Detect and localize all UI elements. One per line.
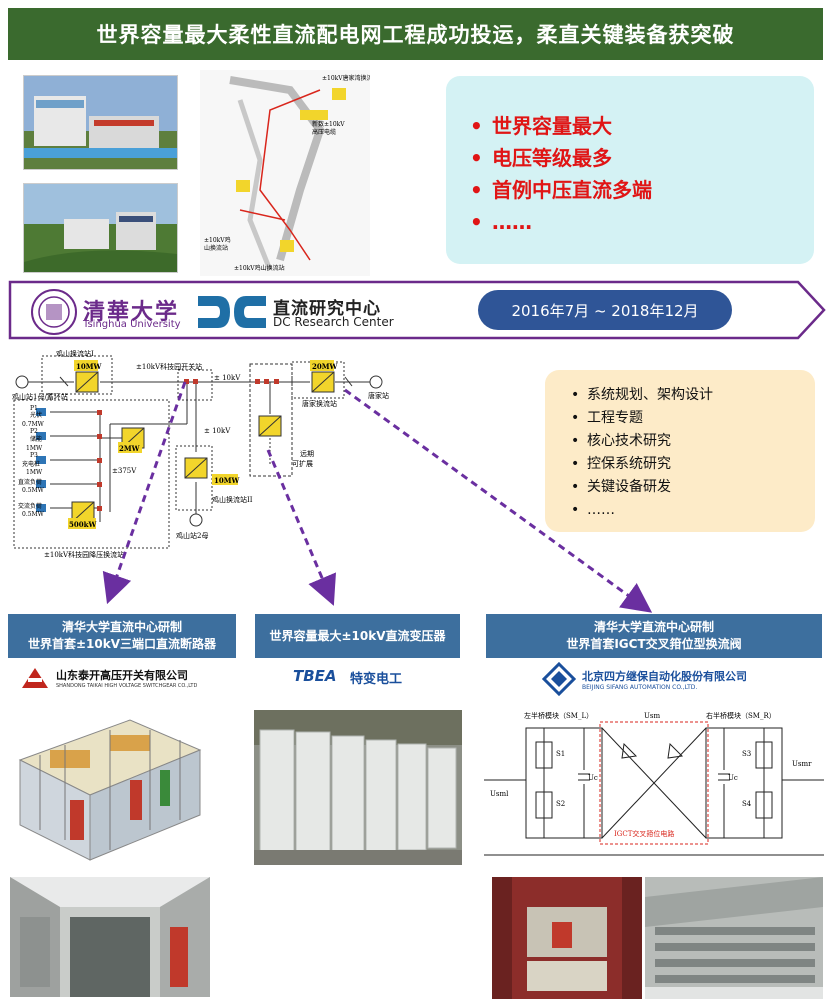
card-line: 世界容量最大±10kV直流变压器 (269, 628, 446, 643)
map-label-cable-1: 新数±10kV (312, 120, 345, 128)
label-load: 1MW (26, 469, 43, 476)
label-tangjia-station: 唐家站 (368, 391, 389, 400)
tasks-panel: 系统规划、架构设计 工程专题 核心技术研究 控保系统研究 关键设备研发 …… (545, 370, 815, 532)
sifang-name-en: BEIJING SIFANG AUTOMATION CO.,LTD. (582, 684, 698, 691)
map-label-cable-2: 高压电缆 (312, 128, 336, 136)
circuit-right-module: 右半桥模块（SM_R） (706, 711, 776, 720)
label-load: 1MW (26, 445, 43, 452)
label-keji-lowvolt: ±10kV科技园降压换流站 (44, 550, 124, 559)
site-map: ±10kV唐家湾换流站 新数±10kV 高压电缆 ±10kV鸡 山换流站 ±10… (200, 70, 370, 276)
taikai-logo-icon (22, 668, 48, 688)
igct-valve-circuit: 左半桥模块（SM_L） 右半桥模块（SM_R） Usm S1 S2 S3 S4 … (484, 700, 824, 865)
highlight-item: 电压等级最多 (470, 142, 814, 174)
dc-center-logo (198, 296, 266, 328)
label-jishan1: 鸡山换流站I (56, 349, 94, 358)
highlights-panel: 世界容量最大 电压等级最多 首例中压直流多端 …… (446, 76, 814, 264)
label-load: 0.5MW (22, 511, 45, 518)
tsinghua-name: 清華大学 (83, 299, 180, 325)
tsinghua-en: Tsinghua University (83, 319, 181, 330)
tbea-name: 特变电工 (350, 672, 403, 687)
label-load: P2 (30, 428, 38, 435)
circuit-uc-left: Uc (588, 774, 598, 782)
label-load: 直流负荷 (18, 478, 42, 486)
label-pm10kv-a: ± 10kV (214, 374, 241, 382)
card-header-transformer: 世界容量最大±10kV直流变压器 (255, 614, 460, 658)
card-line: 清华大学直流中心研制 (593, 620, 714, 634)
label-pm10kv-b: ± 10kV (204, 427, 231, 435)
label-load: 交流负荷 (18, 502, 42, 510)
connector-arrows (102, 381, 653, 613)
valve-photo-1 (492, 877, 642, 999)
map-label-jishan-3: ±10kV鸡山换流站 (234, 264, 285, 272)
highlight-item: 世界容量最大 (470, 110, 814, 142)
breaker-3d-render (10, 700, 210, 870)
circuit-uc-right: Uc (728, 774, 738, 782)
tbea-logo: TBEA (293, 667, 337, 685)
breaker-installation-photo (10, 877, 210, 997)
label-future: 远期 (300, 450, 314, 458)
circuit-s3: S3 (742, 750, 751, 758)
sifang-name: 北京四方继保自动化股份有限公司 (582, 670, 747, 683)
label-jishan2-bus: 鸡山站2母 (176, 531, 208, 540)
label-mw2: 2MW (119, 444, 140, 453)
circuit-s1: S1 (556, 750, 565, 758)
project-period: 2016年7月 ~ 2018年12月 (478, 290, 732, 330)
circuit-usmr: Usmr (792, 760, 812, 768)
label-load: 储能 (30, 435, 42, 443)
card-line: 世界首套±10kV三端口直流断路器 (27, 637, 217, 651)
label-load: 充电桩 (22, 460, 40, 468)
circuit-left-module: 左半桥模块（SM_L） (524, 711, 593, 720)
page-banner: 世界容量最大柔性直流配电网工程成功投运，柔直关键装备获突破 (8, 8, 823, 60)
dc-center-en: DC Research Center (273, 315, 394, 329)
taikai-name-en: SHANDONG TAIKAI HIGH VOLTAGE SWITCHGEAR … (56, 683, 198, 689)
task-item: …… (571, 499, 815, 522)
label-future: 可扩展 (292, 459, 313, 468)
highlight-item: 首例中压直流多端 (470, 174, 814, 206)
facility-photo-2 (23, 183, 178, 273)
circuit-clamp-label: IGCT交叉箝位电路 (614, 829, 674, 838)
task-item: 核心技术研究 (571, 430, 815, 453)
card-header-valve: 清华大学直流中心研制 世界首套IGCT交叉箝位型换流阀 (486, 614, 822, 658)
label-tangjia-conv: 唐家换流站 (302, 399, 337, 408)
facility-photo-1 (23, 75, 178, 170)
label-mw10a: 10MW (76, 362, 101, 371)
map-label-jishan-1: ±10kV鸡 (204, 236, 231, 244)
taikai-name: 山东泰开高压开关有限公司 (56, 669, 188, 682)
label-load: 0.7MW (22, 421, 45, 428)
card-line: 清华大学直流中心研制 (61, 620, 182, 634)
transformer-cabinets-photo (254, 710, 462, 865)
system-single-line-diagram: 鸡山换流站I 10MW 鸡山站1母/蓄环站 ±10kV科技园开关站 ± 10kV… (12, 349, 389, 559)
sifang-logo-icon (542, 662, 576, 696)
map-label-tangjia: ±10kV唐家湾换流站 (322, 74, 370, 82)
label-mw20: 20MW (312, 362, 337, 371)
circuit-usml: Usml (490, 790, 509, 798)
task-item: 系统规划、架构设计 (571, 384, 815, 407)
label-jishan2: 鸡山换流站II (212, 495, 253, 504)
label-keji-switch: ±10kV科技园开关站 (136, 362, 202, 371)
label-mw10b: 10MW (214, 476, 239, 485)
highlight-item: …… (470, 206, 814, 238)
dc-center-cn: 直流研究中心 (273, 299, 381, 319)
label-v375: ±375V (112, 467, 137, 475)
card-header-breaker: 清华大学直流中心研制 世界首套±10kV三端口直流断路器 (8, 614, 236, 658)
label-kw500: 500kW (69, 520, 96, 529)
task-item: 工程专题 (571, 407, 815, 430)
label-load: P3 (30, 452, 38, 459)
valve-photo-2 (645, 877, 823, 999)
circuit-usm: Usm (644, 712, 660, 720)
task-item: 控保系统研究 (571, 453, 815, 476)
label-jishan1-bus: 鸡山站1母/蓄环站 (12, 392, 68, 401)
card-line: 世界首套IGCT交叉箝位型换流阀 (566, 637, 742, 651)
circuit-s4: S4 (742, 800, 752, 808)
label-load: 光伏 (30, 411, 42, 419)
task-item: 关键设备研发 (571, 476, 815, 499)
label-load: 0.5MW (22, 487, 45, 494)
label-load: P1 (30, 405, 38, 412)
tsinghua-seal-icon (31, 289, 77, 335)
circuit-s2: S2 (556, 800, 565, 808)
map-label-jishan-2: 山换流站 (204, 244, 228, 252)
